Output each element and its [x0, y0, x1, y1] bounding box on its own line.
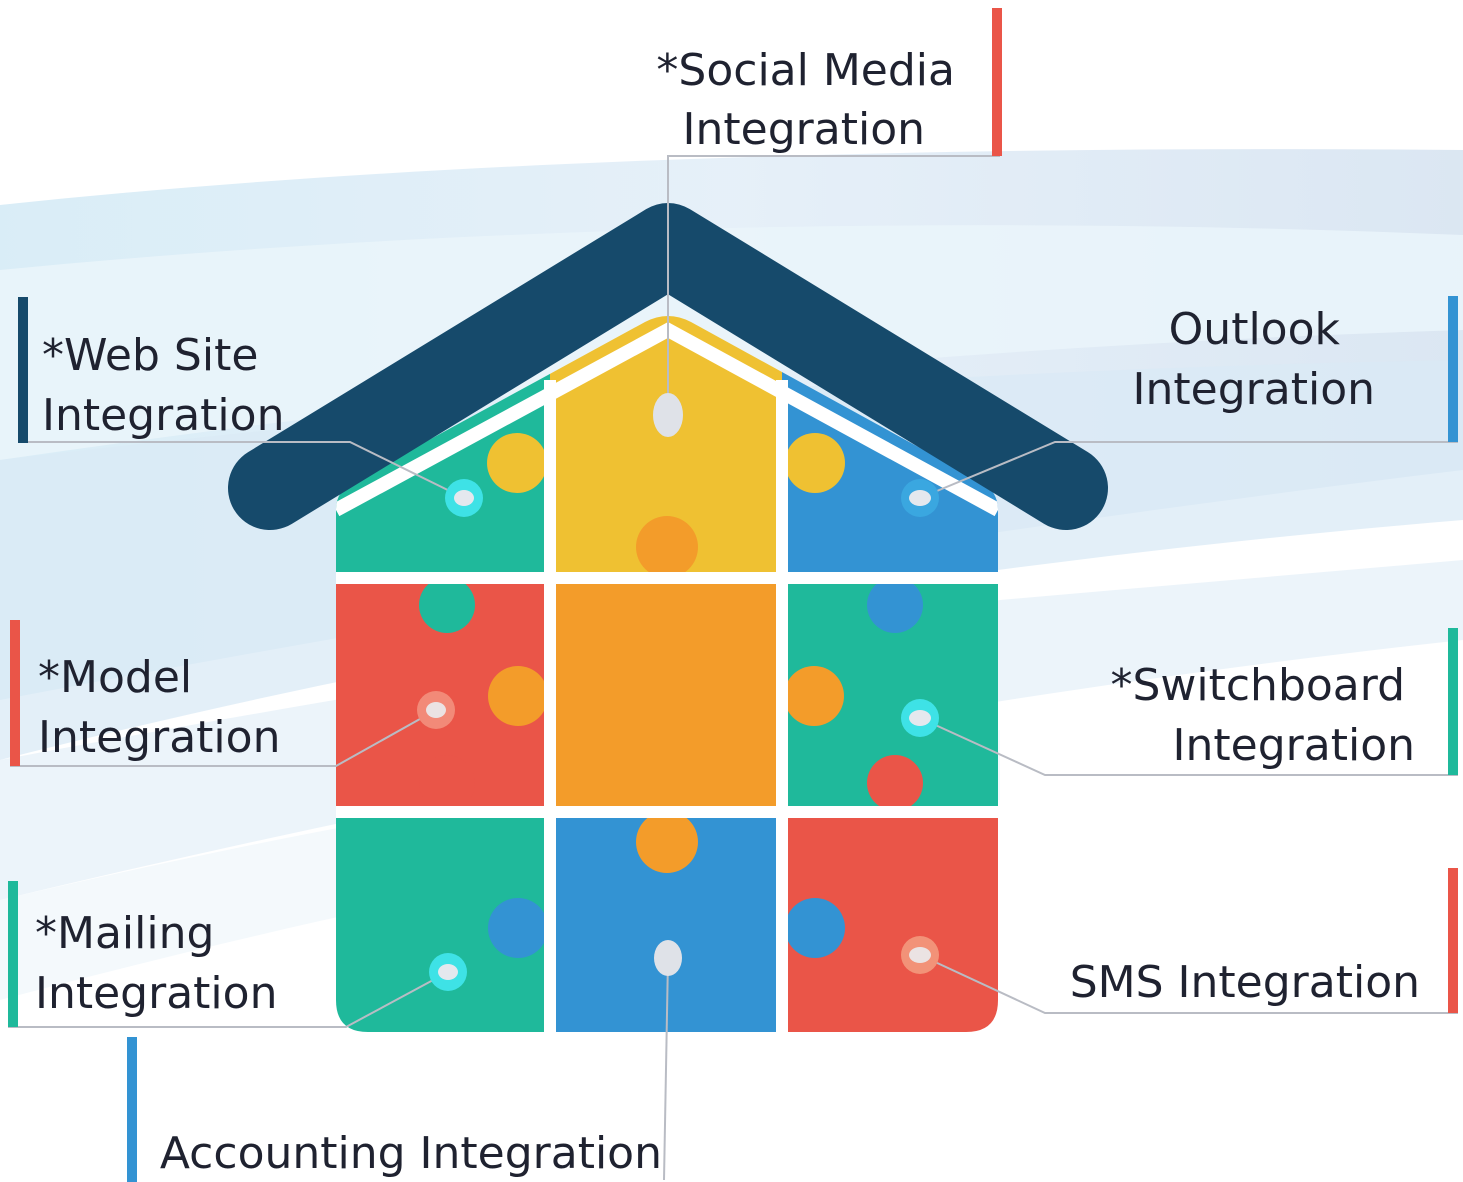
label-sms: SMS Integration [1070, 957, 1420, 1008]
puzzle-house [336, 316, 998, 1032]
knob-red-down [419, 755, 475, 811]
knob-blue-right [785, 898, 845, 958]
accent-bar-model [10, 620, 20, 766]
knob-teal-down [419, 577, 475, 633]
marker-social-media [653, 393, 683, 437]
label-outlook-line2: Integration [1133, 364, 1375, 415]
knob-red-up [867, 755, 923, 811]
label-switchboard-line2: Integration [1173, 720, 1415, 771]
label-social-media-line2: Integration [683, 104, 925, 155]
connector-accounting [663, 957, 669, 1181]
accent-bar-web-site [18, 297, 28, 443]
markers [417, 393, 939, 991]
label-web-site-line1: *Web Site [42, 330, 258, 381]
label-mailing-line1: *Mailing [35, 908, 214, 959]
marker-accounting [654, 940, 682, 976]
knob-orange-left [488, 666, 548, 726]
label-outlook-line1: Outlook [1169, 304, 1341, 355]
connector-outlook [919, 441, 1458, 499]
accent-bar-outlook [1448, 296, 1458, 442]
accent-bars [8, 8, 1458, 1182]
connector-mailing [8, 971, 449, 1028]
connector-sms [919, 954, 1458, 1014]
knob-orange-top [636, 516, 698, 578]
knob-orange-right [784, 666, 844, 726]
label-model-line2: Integration [38, 712, 280, 763]
label-social-media-line1: *Social Media [656, 45, 955, 96]
accent-bar-sms [1448, 868, 1458, 1013]
accent-bar-mailing [8, 881, 18, 1027]
knob-blue-left [488, 898, 548, 958]
puzzle-piece-center [550, 578, 782, 812]
accent-bar-social-media [992, 8, 1002, 156]
knob-yellow-right [785, 433, 845, 493]
label-mailing-line2: Integration [35, 968, 277, 1019]
connector-social-media [667, 155, 1000, 415]
labels: *Social Media Integration *Web Site Inte… [35, 45, 1420, 1179]
knob-yellow-left [487, 433, 547, 493]
label-web-site-line2: Integration [42, 390, 284, 441]
accent-bar-switchboard [1448, 628, 1458, 775]
label-switchboard-line1: *Switchboard [1110, 660, 1405, 711]
knob-orange-bottom [636, 811, 698, 873]
connector-lines [8, 155, 1458, 1181]
label-accounting: Accounting Integration [160, 1128, 662, 1179]
connector-switchboard [919, 717, 1458, 776]
accent-bar-accounting [127, 1037, 137, 1182]
knob-blue-down [867, 577, 923, 633]
connector-model [10, 709, 437, 767]
label-model-line1: *Model [38, 652, 192, 703]
connector-web-site [18, 441, 465, 499]
